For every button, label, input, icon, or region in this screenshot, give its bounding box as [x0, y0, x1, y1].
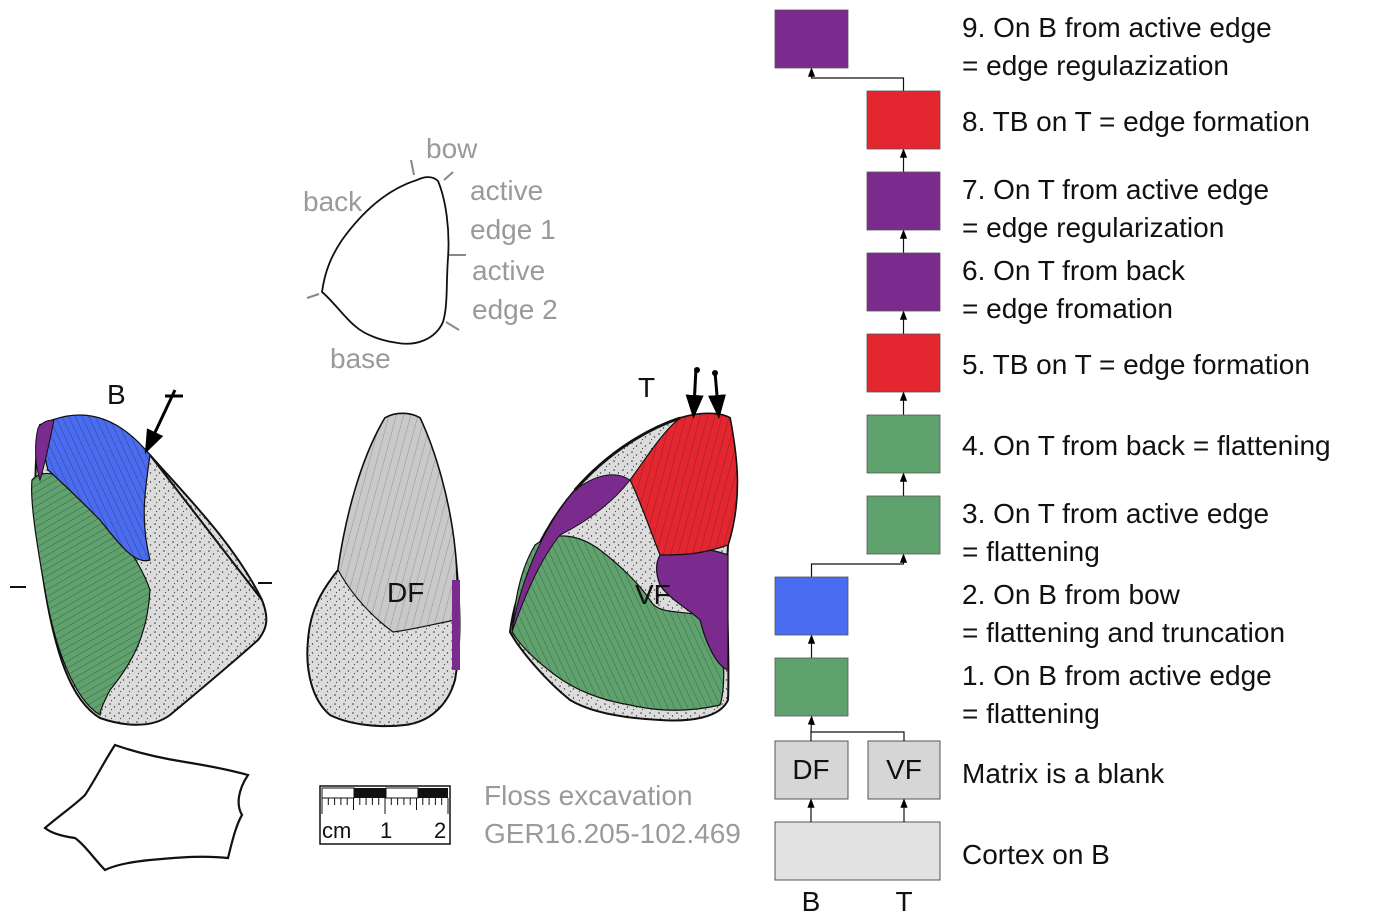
label-bow: bow: [426, 133, 478, 164]
sequence-step-label-line2: = flattening: [962, 536, 1100, 567]
face-t-arrow-2: [708, 371, 726, 419]
scale-bar-seg-4: [418, 788, 448, 798]
sequence-step-label: 1. On B from active edge: [962, 660, 1272, 691]
face-t-arrow-1-origin: [694, 367, 700, 373]
scale-bar-seg-1: [321, 787, 355, 799]
sequence-step-label: 7. On T from active edge: [962, 174, 1269, 205]
sequence-step-label: 3. On T from active edge: [962, 498, 1269, 529]
sequence-connector: [807, 67, 905, 91]
label-active-edge-2-line1: active: [472, 255, 545, 286]
face-df-label: DF: [387, 577, 424, 608]
face-b-label: B: [107, 379, 126, 410]
sequence-step-label: 8. TB on T = edge formation: [962, 106, 1310, 137]
matrix-df-box: [774, 740, 849, 800]
face-b-blue-hatch: [44, 415, 150, 561]
face-t-green-hatch: [512, 535, 724, 711]
face-t-drawing: T VF: [508, 367, 739, 722]
arrow-matrix-to-step1: [807, 715, 815, 733]
sequence-boxes: [774, 9, 941, 717]
matrix-vf-box: [867, 740, 941, 800]
sequence-step-label-line2: = edge fromation: [962, 293, 1173, 324]
matrix-description: Matrix is a blank: [962, 758, 1165, 789]
sequence-step-box: [866, 90, 941, 150]
sequence-labels: 9. On B from active edge = edge regulaziz…: [962, 12, 1331, 729]
sequence-step-box: [866, 333, 941, 393]
face-t-red-hatch: [630, 413, 738, 555]
face-t-arrow-1: [685, 367, 704, 419]
sequence-step-label: 5. TB on T = edge formation: [962, 349, 1310, 380]
reduction-sequence-chart: 9. On B from active edge = edge regulaziz…: [774, 9, 1331, 915]
sequence-step-box: [866, 495, 941, 555]
scale-unit: cm: [322, 818, 351, 843]
sequence-step-label-line2: = flattening: [962, 698, 1100, 729]
cortex-description: Cortex on B: [962, 839, 1110, 870]
face-df-grey-hatch: [338, 413, 457, 632]
sequence-step-label-line2: = edge regulazization: [962, 50, 1229, 81]
face-t-vf-label: VF: [635, 579, 671, 610]
face-t-purple-scars: [656, 547, 729, 671]
scale-tick-2: 2: [434, 818, 446, 843]
sequence-step-box: [866, 414, 941, 474]
sequence-step-label: 2. On B from bow: [962, 579, 1181, 610]
cross-section-outline: [43, 743, 250, 872]
face-b-purple-scar: [35, 419, 55, 482]
axis-label-t: T: [895, 886, 912, 915]
face-b-green-hatch: [31, 473, 151, 715]
sequence-step-box: [774, 576, 849, 636]
sequence-step-box: [774, 657, 849, 717]
face-df-purple-edge: [452, 580, 460, 670]
sequence-step-label: 4. On T from back = flattening: [962, 430, 1331, 461]
matrix-vf-label: VF: [886, 754, 922, 785]
sequence-connectors: [807, 67, 908, 733]
face-t-back-edge: [573, 416, 681, 491]
outline-shape: [321, 176, 450, 345]
label-active-edge-1-line2: edge 1: [470, 214, 556, 245]
face-t-label: T: [638, 372, 655, 403]
face-t-arrow-2-origin: [712, 370, 718, 376]
sequence-step-box: [866, 171, 941, 231]
label-base: base: [330, 343, 391, 374]
scale-bar-seg-2: [354, 788, 386, 798]
matrix-join-line: [810, 731, 905, 741]
scale-bar-seg-3: [385, 787, 419, 799]
sequence-step-label: 9. On B from active edge: [962, 12, 1272, 43]
face-b-edge: [149, 454, 263, 601]
label-back: back: [303, 186, 363, 217]
tool-outline-schematic: bow back active edge 1 active edge 2 bas…: [303, 133, 558, 374]
face-b-arrow: [144, 389, 177, 454]
face-t-purple-margin: [511, 474, 631, 633]
sequence-step-label-line2: = edge regularization: [962, 212, 1224, 243]
sequence-connector: [810, 553, 908, 577]
sequence-step-label: 6. On T from back: [962, 255, 1186, 286]
matrix-df-label: DF: [792, 754, 829, 785]
scale-bar-ticks: [321, 798, 449, 814]
scale-tick-1: 1: [380, 818, 392, 843]
label-active-edge-2-line2: edge 2: [472, 294, 558, 325]
caption-line-1: Floss excavation: [484, 780, 693, 811]
sequence-step-box: [774, 9, 849, 69]
caption-line-2: GER16.205-102.469: [484, 818, 741, 849]
sequence-step-box: [866, 252, 941, 312]
axis-label-b: B: [802, 886, 821, 915]
scale-bar: cm 1 2: [319, 785, 451, 845]
sequence-step-label-line2: = flattening and truncation: [962, 617, 1285, 648]
cortex-box: [774, 821, 941, 881]
face-df-drawing: DF: [306, 412, 461, 728]
label-active-edge-1-line1: active: [470, 175, 543, 206]
face-b-drawing: B: [10, 379, 272, 726]
